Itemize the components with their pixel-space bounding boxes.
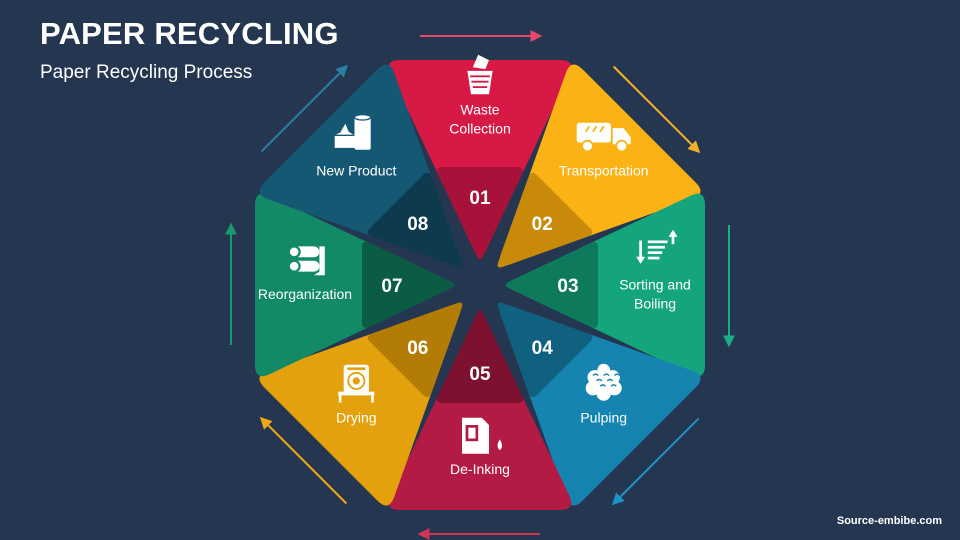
wastebasket-icon xyxy=(467,54,493,95)
cycle-arrow xyxy=(259,416,348,505)
step-label: Pulping xyxy=(580,410,627,426)
sort-icon xyxy=(636,229,678,264)
step-inner xyxy=(505,241,598,329)
dryer-icon xyxy=(338,364,375,403)
paper-products-icon xyxy=(334,113,372,150)
step-inner xyxy=(367,302,463,398)
step-inner xyxy=(367,172,463,268)
step-number: 07 xyxy=(381,276,402,297)
step-number: 02 xyxy=(532,214,553,235)
step-segment xyxy=(509,193,705,377)
step-number: 01 xyxy=(469,188,491,209)
step-number: 03 xyxy=(557,276,578,297)
step-inner xyxy=(436,310,524,403)
step-label: De-Inking xyxy=(450,461,510,477)
step-segment xyxy=(388,60,572,256)
step-number: 06 xyxy=(407,338,428,359)
step-label: Reorganization xyxy=(258,286,352,302)
source-credit: Source-embibe.com xyxy=(836,515,942,527)
step-label: Boiling xyxy=(634,296,676,312)
step-number: 08 xyxy=(407,214,428,235)
step-inner xyxy=(497,302,593,398)
step-02: 02 Transportation xyxy=(497,64,701,268)
step-label: New Product xyxy=(316,162,396,178)
cycle-arrows xyxy=(225,30,735,540)
step-label: Collection xyxy=(449,121,510,137)
cycle-arrow xyxy=(260,64,349,153)
page-subtitle: Paper Recycling Process xyxy=(40,62,253,83)
garbage-truck-icon xyxy=(576,122,631,153)
page-title: PAPER RECYCLING xyxy=(40,16,339,51)
pulp-icon xyxy=(585,363,622,401)
step-label: Waste xyxy=(460,102,499,118)
step-number: 04 xyxy=(532,338,554,359)
paper-rollers-icon xyxy=(287,245,325,276)
step-segment xyxy=(255,193,451,377)
step-label: Transportation xyxy=(559,162,649,178)
ink-cartridge-icon xyxy=(462,417,503,454)
step-inner xyxy=(497,172,593,268)
step-label: Sorting and xyxy=(619,277,691,293)
step-number: 05 xyxy=(469,364,491,385)
step-07: 07 Reorganization xyxy=(255,193,455,377)
cycle-arrow xyxy=(612,65,701,154)
step-segment xyxy=(388,314,572,510)
cycle-arrow xyxy=(611,417,700,506)
step-inner xyxy=(436,167,524,260)
step-label: Drying xyxy=(336,410,376,426)
step-inner xyxy=(362,241,455,329)
step-08: 08 New Product xyxy=(259,64,463,268)
